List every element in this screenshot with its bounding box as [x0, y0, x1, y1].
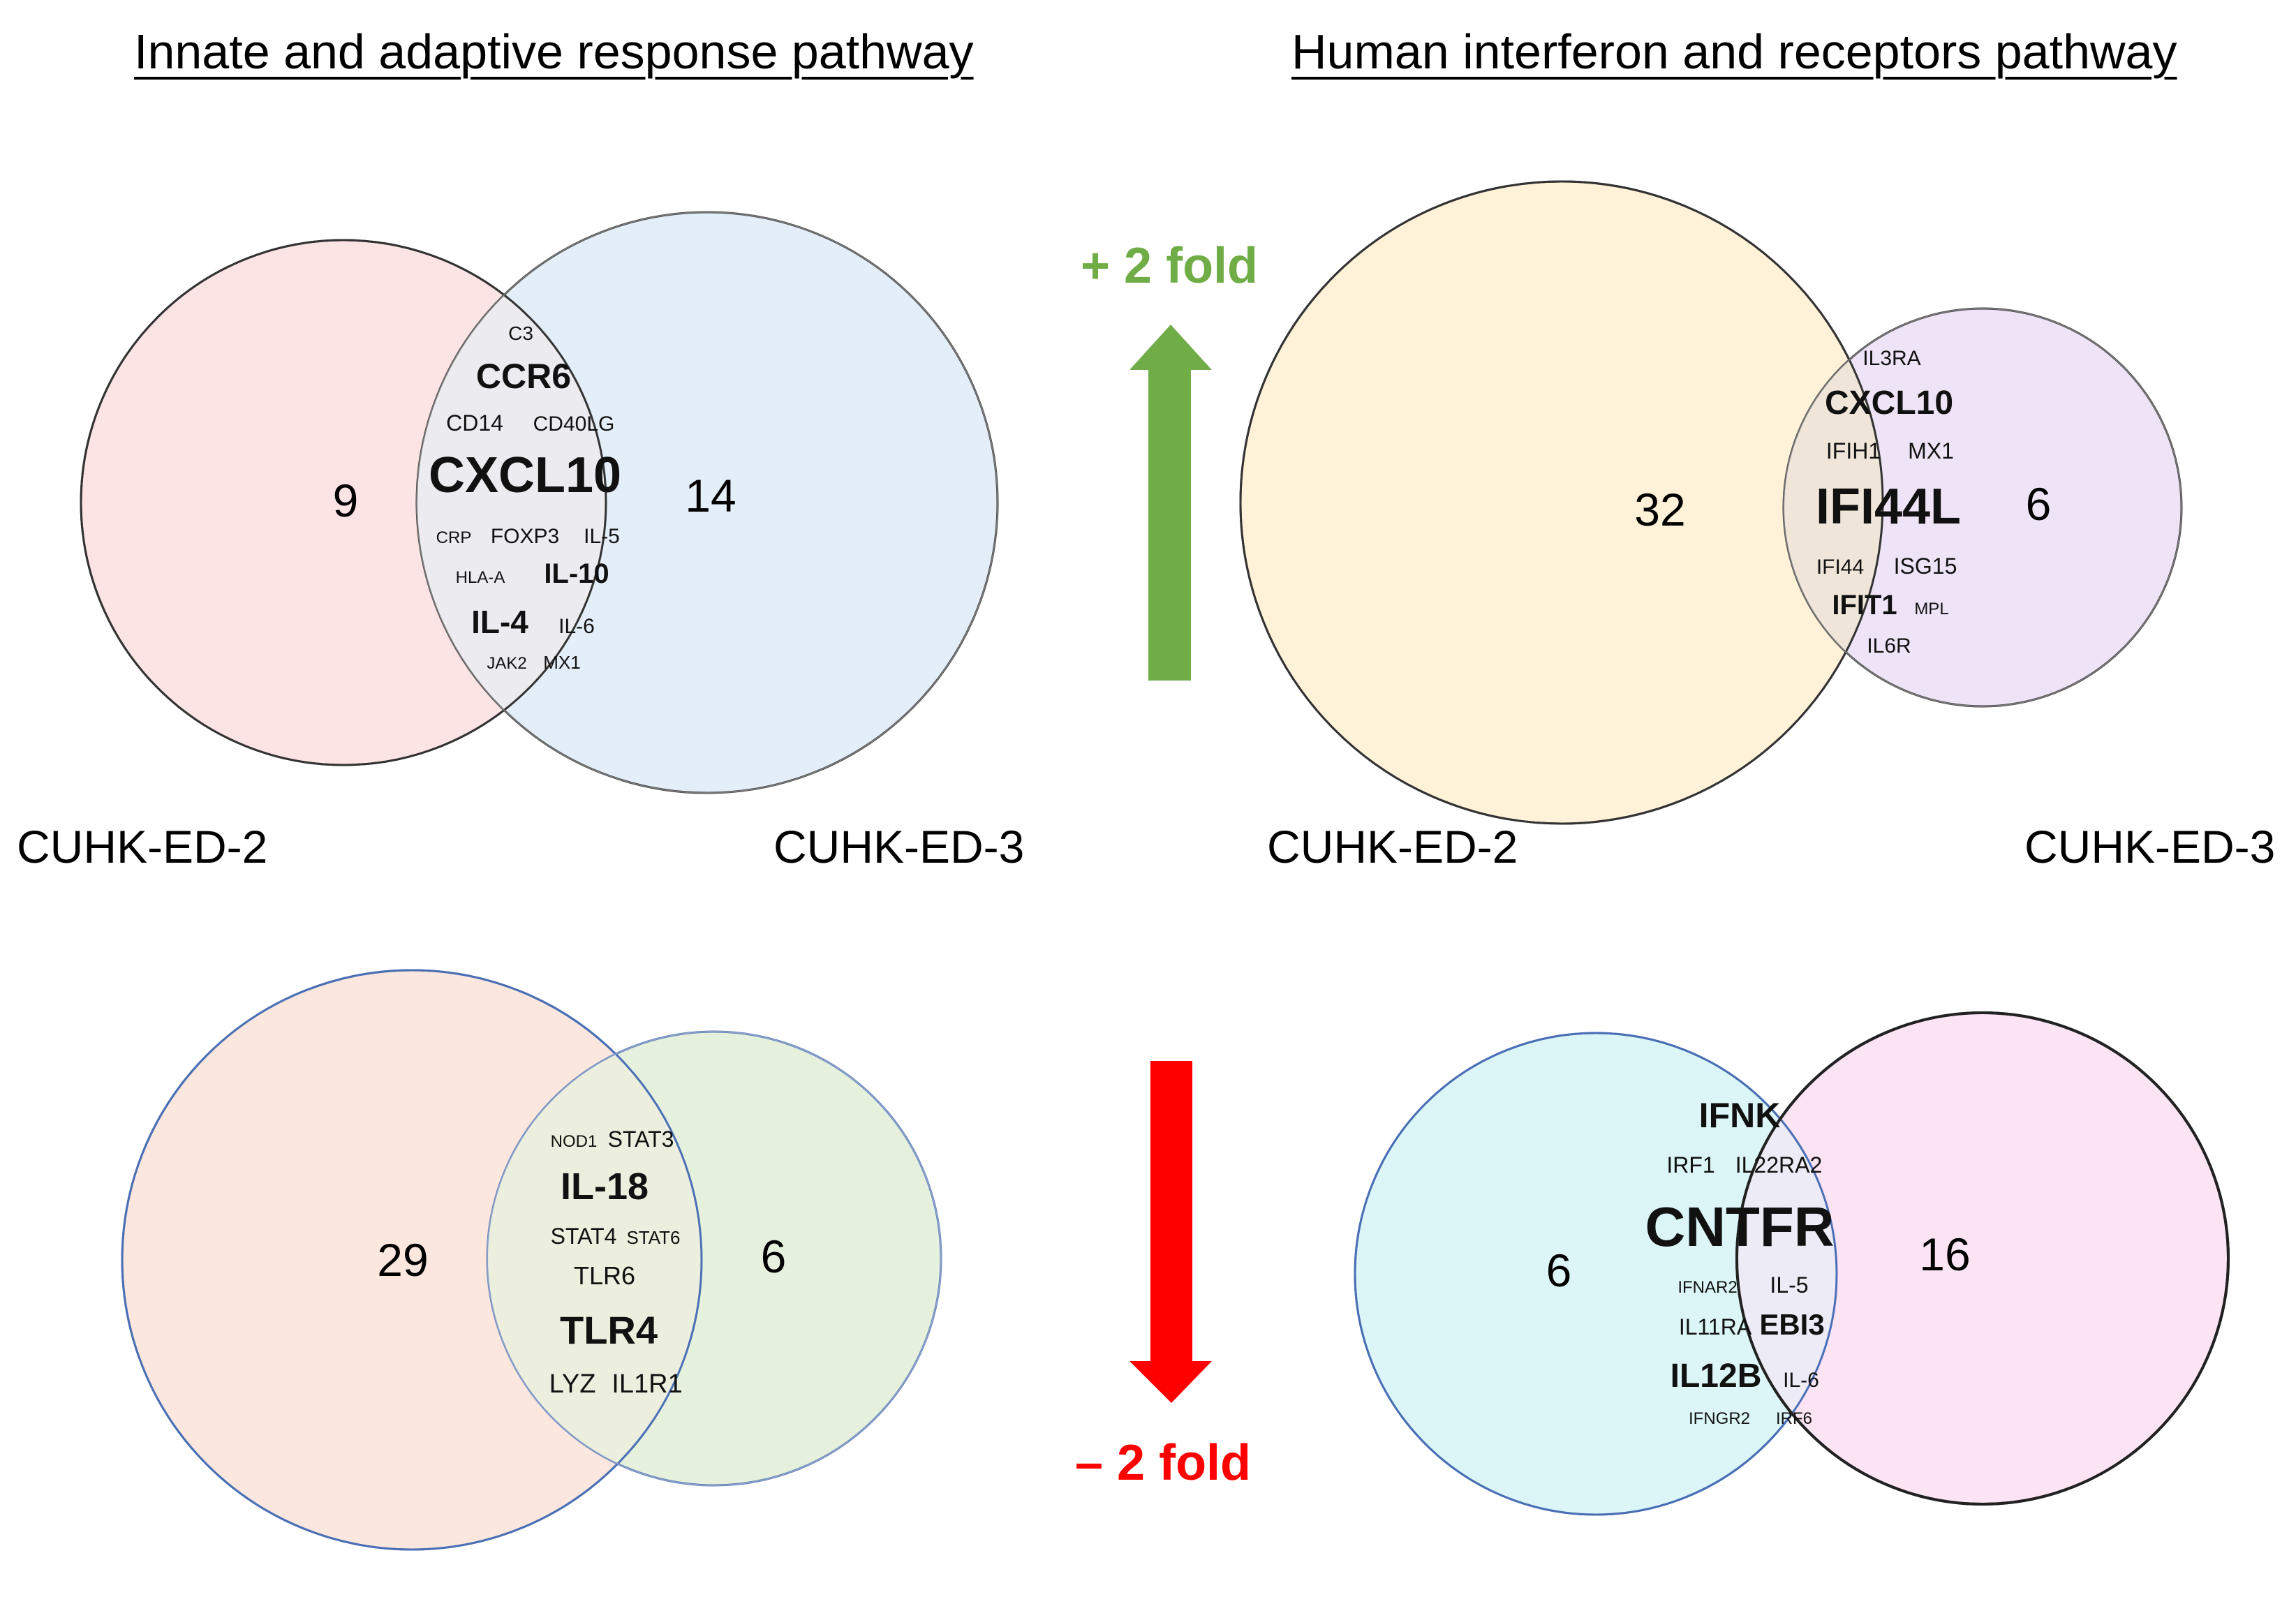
gene-label: CXCL10 [1825, 385, 1953, 422]
gene-label: IL-5 [584, 525, 620, 548]
only-count-b: 16 [1919, 1228, 1970, 1280]
gene-label: JAK2 [487, 654, 526, 673]
gene-label: IL1R1 [612, 1369, 682, 1399]
gene-label: STAT4 [551, 1224, 617, 1249]
only-count-a: 9 [333, 475, 359, 526]
set-label-top-right-a: CUHK-ED-2 [1267, 821, 1518, 872]
gene-label: IL-10 [544, 558, 609, 589]
gene-label: IL11RA [1679, 1314, 1752, 1339]
up-arrow-icon [1130, 325, 1212, 681]
header-interferon-receptors: Human interferon and receptors pathway [1291, 24, 2177, 79]
gene-label: MX1 [543, 652, 580, 673]
only-count-a: 32 [1634, 484, 1685, 535]
gene-label: IL-4 [471, 604, 528, 640]
gene-label: FOXP3 [491, 525, 559, 548]
gene-label: IL-6 [1783, 1369, 1819, 1392]
gene-label: STAT6 [626, 1227, 680, 1248]
gene-label: MPL [1914, 600, 1948, 618]
gene-label: EBI3 [1759, 1308, 1824, 1341]
gene-label: LYZ [549, 1369, 596, 1399]
set-label-top-left-a: CUHK-ED-2 [17, 821, 268, 872]
venn-overlap-region [487, 1032, 702, 1485]
gene-label: NOD1 [551, 1132, 598, 1151]
only-count-a: 29 [377, 1234, 428, 1286]
gene-label: IL12B [1671, 1358, 1762, 1395]
set-label-top-right-b: CUHK-ED-3 [2024, 821, 2276, 872]
venn-interferon-up: 32 6 IL3RA CXCL10 IFIH1 MX1 IFI44L IFI44… [1239, 180, 2183, 825]
gene-label: CRP [436, 528, 472, 547]
gene-label: CCR6 [476, 357, 571, 396]
gene-label: IFI44L [1816, 479, 1961, 535]
gene-label: TLR6 [574, 1261, 635, 1290]
gene-label: IFI44 [1816, 556, 1864, 579]
venn-innate-up: 9 14 C3 CCR6 CD14 CD40LG CXCL10 CRP FOXP… [80, 211, 999, 794]
gene-label: C3 [508, 322, 533, 344]
gene-label: CXCL10 [429, 447, 621, 503]
set-label-top-left-b: CUHK-ED-3 [773, 821, 1025, 872]
gene-label: HLA-A [456, 568, 505, 587]
gene-label: IFNGR2 [1689, 1409, 1750, 1428]
gene-label: IL6R [1867, 634, 1911, 658]
header-innate-adaptive: Innate and adaptive response pathway [134, 24, 974, 79]
gene-label: IFNAR2 [1677, 1278, 1737, 1297]
only-count-b: 6 [2026, 478, 2052, 530]
gene-label: IFNK [1699, 1096, 1781, 1135]
gene-label: IFIH1 [1826, 438, 1881, 463]
gene-label: MX1 [1908, 438, 1954, 463]
down-fold-label: – 2 fold [1075, 1435, 1252, 1491]
only-count-a: 6 [1546, 1245, 1572, 1296]
gene-label: IFIT1 [1832, 590, 1897, 621]
gene-label: IL22RA2 [1735, 1152, 1823, 1178]
gene-label: CD14 [446, 410, 503, 436]
gene-label: IL-6 [558, 615, 595, 638]
gene-label: STAT3 [608, 1127, 674, 1152]
gene-label: CD40LG [533, 413, 615, 436]
gene-label: IL-5 [1770, 1272, 1808, 1298]
venn-innate-down: 29 6 NOD1 STAT3 IL-18 STAT4 STAT6 TLR6 T… [121, 969, 942, 1551]
gene-label: IL3RA [1862, 347, 1920, 370]
gene-label: IRF1 [1666, 1152, 1714, 1178]
up-fold-label: + 2 fold [1081, 238, 1259, 294]
only-count-b: 14 [685, 470, 736, 521]
gene-label: IRF6 [1776, 1409, 1812, 1428]
venn-interferon-down: 6 16 IFNK IRF1 IL22RA2 CNTFR IFNAR2 IL-5… [1354, 1011, 2230, 1516]
gene-label: IL-18 [561, 1166, 649, 1208]
venn-overlap-region [417, 240, 606, 765]
down-arrow-icon [1130, 1061, 1212, 1403]
gene-label: ISG15 [1894, 554, 1957, 579]
gene-label: CNTFR [1645, 1196, 1834, 1258]
only-count-b: 6 [761, 1231, 787, 1282]
gene-label: TLR4 [560, 1308, 658, 1352]
